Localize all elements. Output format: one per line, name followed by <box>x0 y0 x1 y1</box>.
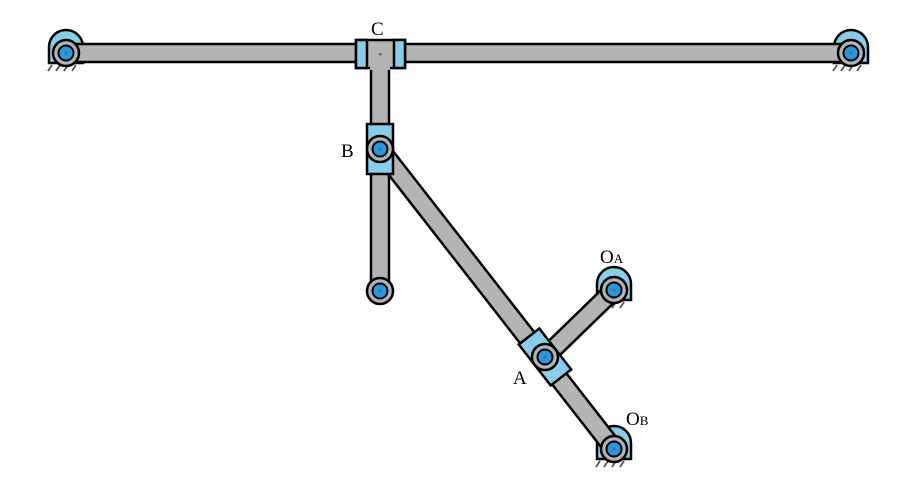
slider-c <box>354 38 407 70</box>
label-ob-main: O <box>626 409 640 430</box>
link-ob-b <box>369 138 625 460</box>
label-c: C <box>371 19 384 40</box>
label-b: B <box>341 141 354 162</box>
pin-ob <box>599 434 629 464</box>
link-body <box>369 138 625 460</box>
label-oa: OA <box>600 247 624 268</box>
pin-left-ground <box>51 38 81 68</box>
pin-dot <box>543 355 547 359</box>
label-oa-main: O <box>600 247 614 268</box>
pin-dot <box>64 51 68 55</box>
pin-dot <box>612 447 616 451</box>
pin-right-ground <box>836 38 866 68</box>
pin-bottom <box>365 276 395 306</box>
label-a: A <box>513 368 527 389</box>
label-ob-sub: B <box>640 413 649 428</box>
pin-dot <box>849 51 853 55</box>
pin-b <box>365 134 395 164</box>
label-ob: OB <box>626 409 649 430</box>
label-oa-sub: A <box>614 251 624 266</box>
vertical-link <box>369 52 391 302</box>
slider-c-center-dot <box>379 53 382 56</box>
pin-dot <box>378 147 382 151</box>
pin-oa <box>599 275 629 305</box>
pin-dot <box>612 288 616 292</box>
horizontal-guide-link <box>55 42 862 64</box>
pin-dot <box>378 289 382 293</box>
pin-a <box>530 342 560 372</box>
